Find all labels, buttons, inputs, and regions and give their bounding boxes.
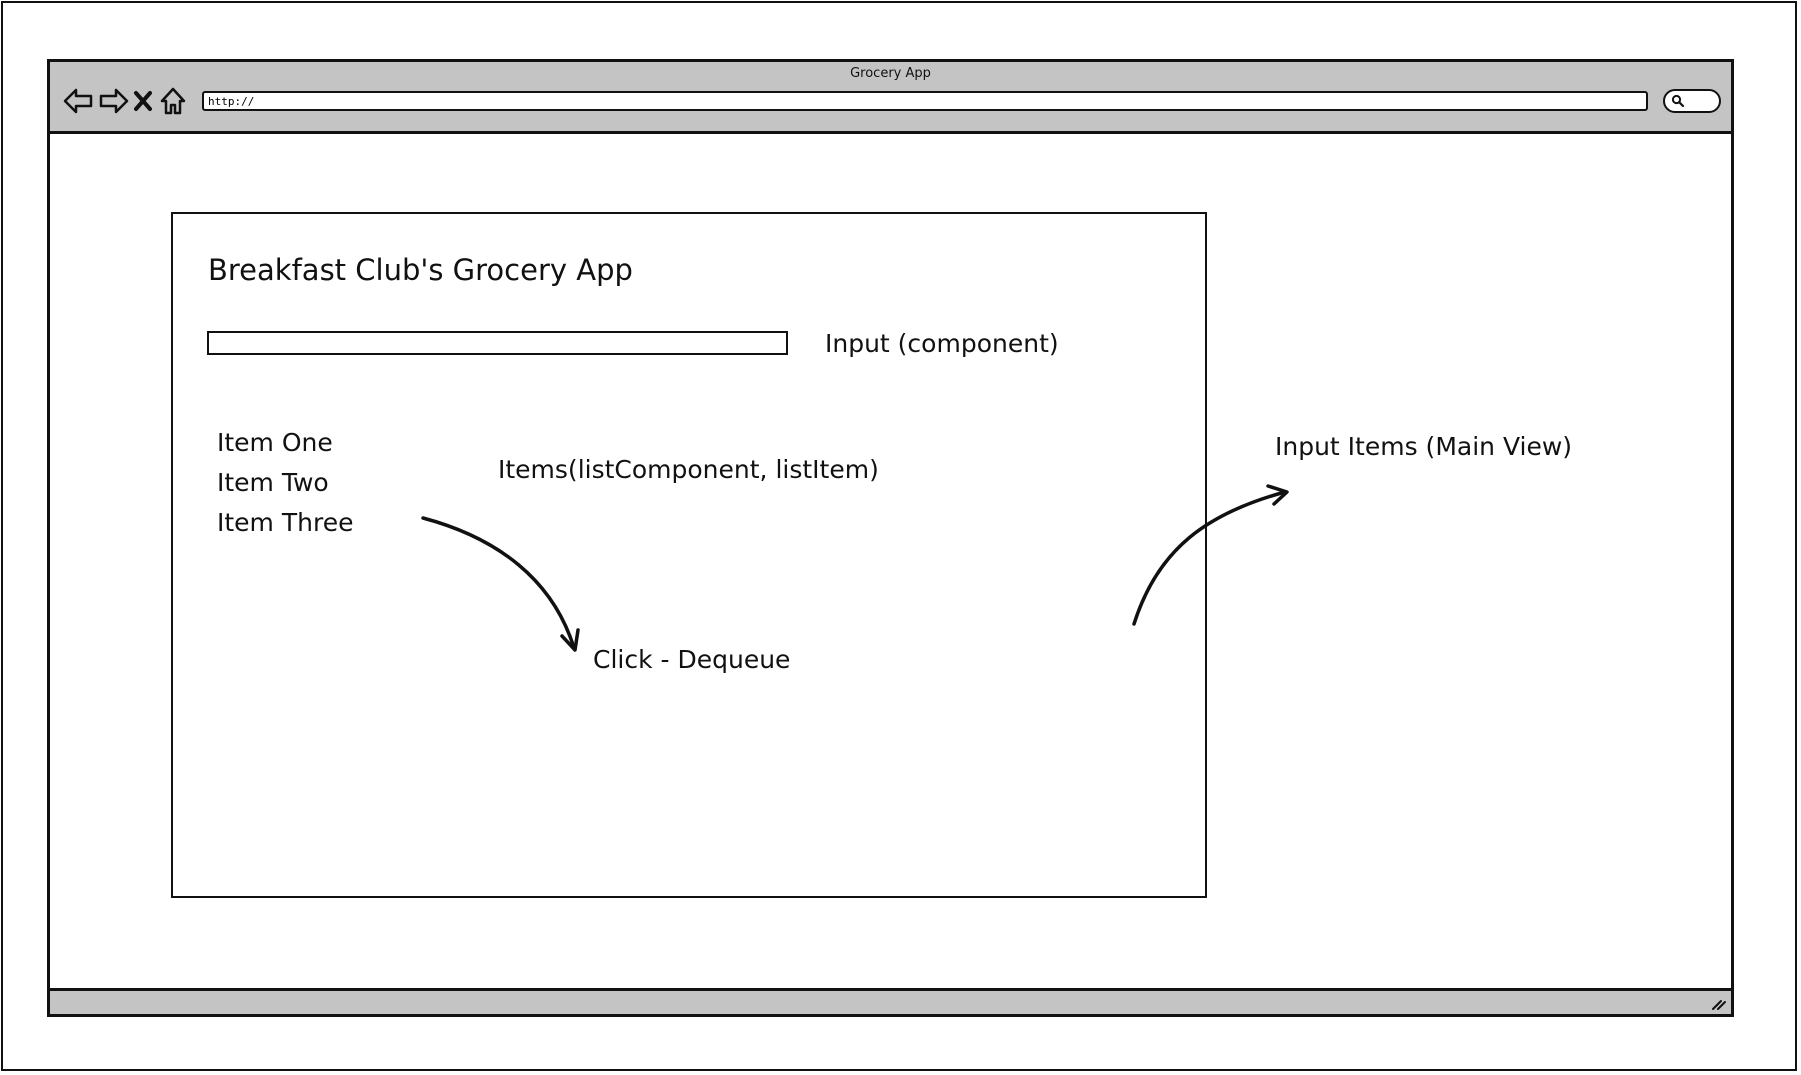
url-input[interactable] [202,91,1648,111]
back-arrow-icon [63,88,93,114]
window-title: Grocery App [850,66,931,81]
search-icon [1671,94,1685,108]
resize-grip[interactable] [1710,994,1728,1012]
forward-button[interactable] [97,84,131,118]
home-button[interactable] [158,84,188,118]
list-item[interactable]: Item Three [217,508,354,537]
app-title: Breakfast Club's Grocery App [208,253,633,287]
grocery-item-input[interactable] [207,331,788,355]
main-view-annotation: Input Items (Main View) [1275,432,1573,461]
list-item[interactable]: Item One [217,428,333,457]
back-button[interactable] [61,84,95,118]
input-component-annotation: Input (component) [825,329,1059,358]
forward-arrow-icon [99,88,129,114]
home-icon [160,87,186,115]
browser-status-bar [50,988,1731,1014]
close-icon [134,91,152,111]
click-dequeue-annotation: Click - Dequeue [593,645,791,674]
list-item[interactable]: Item Two [217,468,329,497]
app-container [171,212,1207,898]
resize-grip-icon [1712,1000,1726,1010]
items-component-annotation: Items(listComponent, listItem) [498,455,879,484]
stop-button[interactable] [130,84,156,118]
browser-search-button[interactable] [1663,89,1721,113]
browser-title-bar: Grocery App [50,62,1731,134]
